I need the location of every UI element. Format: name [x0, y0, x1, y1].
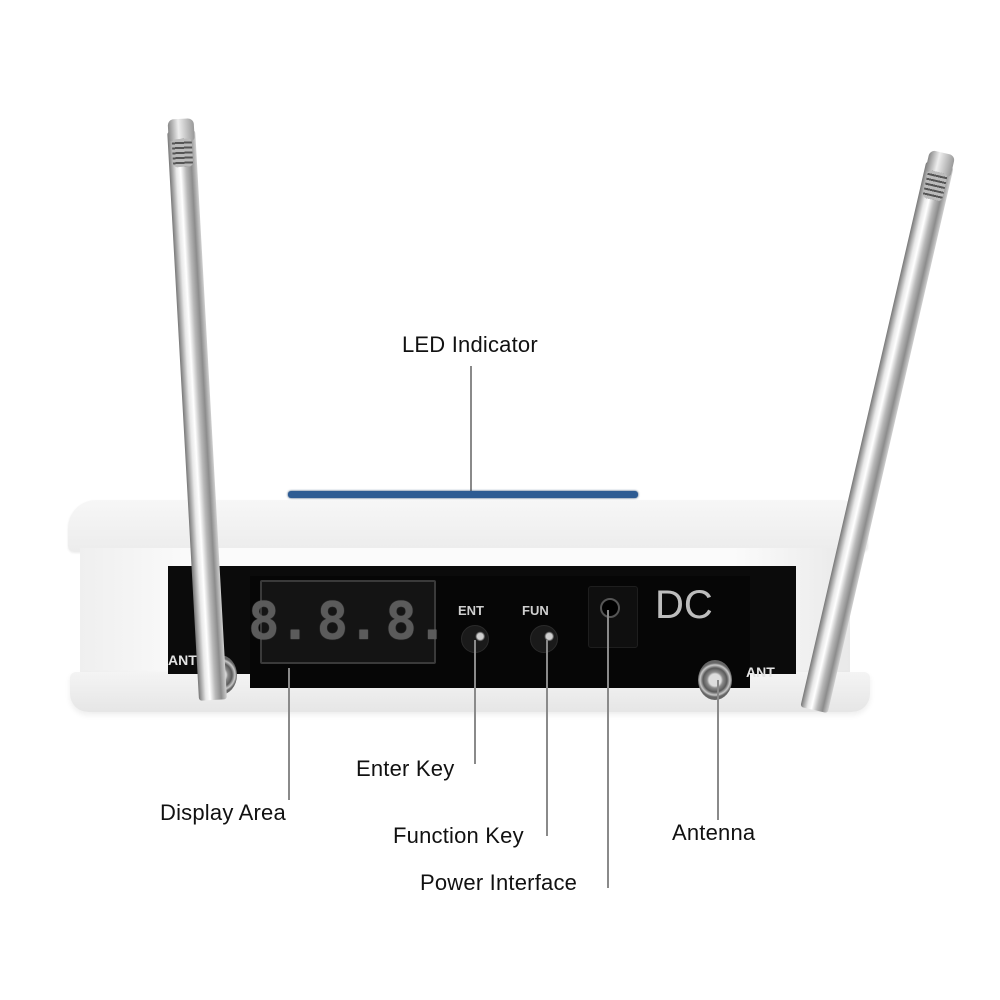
- left-antenna-rings-icon: [171, 138, 194, 168]
- leader-line-antenna: [717, 680, 719, 820]
- power-jack-socket[interactable]: [600, 598, 620, 618]
- callout-power-interface: Power Interface: [420, 870, 578, 895]
- leader-line-power: [607, 610, 609, 888]
- callout-display-area: Display Area: [160, 800, 286, 825]
- display-digit-1: 8.: [248, 592, 311, 652]
- callout-function-key: Function Key: [393, 823, 524, 848]
- right-antenna[interactable]: [800, 149, 956, 714]
- enter-key-label: ENT: [458, 603, 484, 618]
- function-key-label: FUN: [522, 603, 549, 618]
- left-antenna-port-label: ANT: [168, 652, 197, 668]
- callout-antenna: Antenna: [672, 820, 756, 845]
- right-antenna-mount: [698, 660, 732, 700]
- dc-power-label: DC: [655, 583, 713, 627]
- seven-segment-display: 8. 8. 8.: [248, 580, 448, 664]
- leader-line-display: [288, 668, 290, 800]
- led-indicator-strip: [288, 491, 638, 498]
- leader-line-function: [546, 640, 548, 836]
- right-antenna-rod: [800, 161, 954, 714]
- right-antenna-port-label: ANT: [746, 664, 775, 680]
- display-digit-3: 8.: [385, 592, 448, 652]
- callout-enter-key: Enter Key: [356, 756, 455, 781]
- callout-led-indicator: LED Indicator: [402, 332, 538, 357]
- display-digit-2: 8.: [316, 592, 380, 652]
- function-key-button[interactable]: [530, 625, 558, 653]
- leader-line-led: [470, 366, 472, 492]
- leader-line-enter: [474, 640, 476, 764]
